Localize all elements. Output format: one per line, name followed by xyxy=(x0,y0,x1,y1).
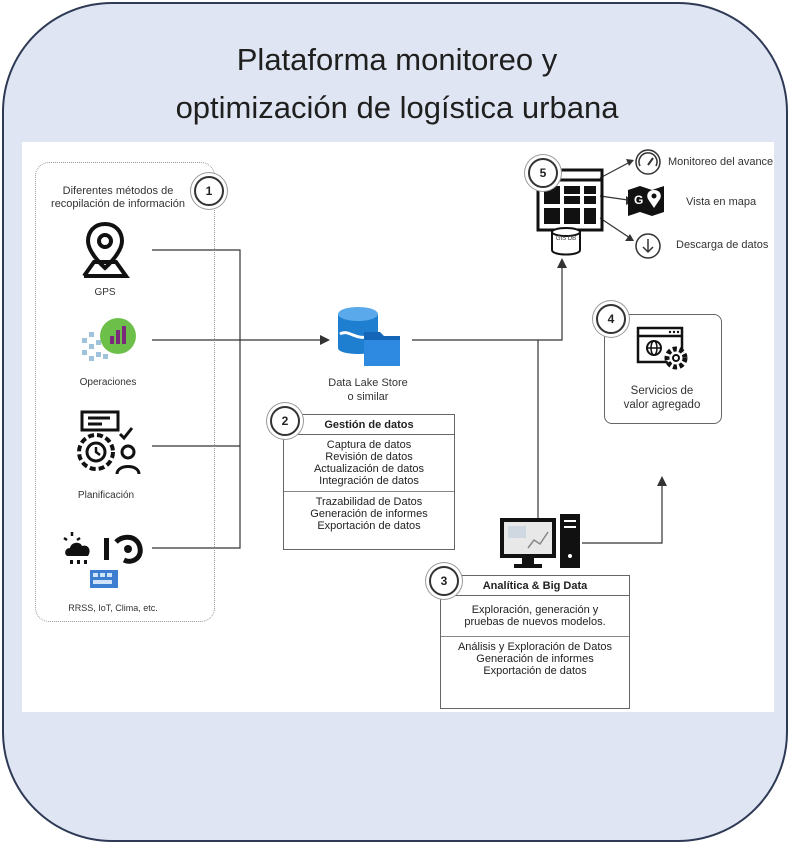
data-lake-label-line2: o similar xyxy=(347,391,389,403)
value-services-label-line2: valor agregado xyxy=(623,399,701,411)
analytics-item: pruebas de nuevos modelos. xyxy=(464,616,606,628)
data-management-section2: Trazabilidad de Datos Generación de info… xyxy=(284,491,454,536)
analytics-box: Analítica & Big Data Exploración, genera… xyxy=(440,575,630,709)
operations-chart-icon xyxy=(82,318,136,361)
badge-5: 5 xyxy=(528,158,558,188)
analytics-header: Analítica & Big Data xyxy=(441,576,629,596)
map-pin-icon: G xyxy=(628,186,664,216)
sources-container xyxy=(35,162,215,622)
analytics-section1: Exploración, generación y pruebas de nue… xyxy=(441,596,629,636)
analytics-section2: Análisis y Exploración de Datos Generaci… xyxy=(441,636,629,681)
badge-1: 1 xyxy=(194,176,224,206)
web-settings-icon xyxy=(636,326,688,370)
workstation-computer-icon xyxy=(500,514,580,568)
data-management-item: Actualización de datos xyxy=(313,463,425,475)
data-management-item: Generación de informes xyxy=(310,508,428,520)
source-label-planificacion: Planificación xyxy=(77,490,135,501)
svg-text:G: G xyxy=(634,193,643,207)
data-management-item: Revisión de datos xyxy=(325,451,413,463)
analytics-item: Exportación de datos xyxy=(483,665,587,677)
gis-output-label: Vista en mapa xyxy=(686,196,757,208)
page-title-line1: Plataforma monitoreo y xyxy=(236,42,558,77)
analytics-item: Análisis y Exploración de Datos xyxy=(457,641,613,653)
badge-2: 2 xyxy=(270,406,300,436)
analytics-item: Generación de informes xyxy=(476,653,594,665)
sources-heading-line2: recopilación de información xyxy=(51,198,185,210)
gis-output-label: Monitoreo del avance xyxy=(668,156,774,168)
data-management-item: Exportación de datos xyxy=(317,520,421,532)
value-services-label-line1: Servicios de xyxy=(630,385,694,397)
source-label-operaciones: Operaciones xyxy=(79,377,137,388)
weather-iot-icon xyxy=(63,532,143,588)
badge-3: 3 xyxy=(429,566,459,596)
value-services-box xyxy=(604,314,722,424)
location-pin-icon xyxy=(82,221,130,278)
data-management-section1: Captura de datos Revisión de datos Actua… xyxy=(284,435,454,491)
data-management-item: Captura de datos xyxy=(326,439,412,451)
source-label-rrss: RRSS, IoT, Clima, etc. xyxy=(68,603,158,613)
gis-output-label: Descarga de datos xyxy=(676,239,769,251)
planning-gear-person-icon xyxy=(77,410,141,475)
sources-heading-line1: Diferentes métodos de xyxy=(62,185,174,197)
speedometer-icon xyxy=(635,149,661,175)
data-management-item: Integración de datos xyxy=(319,475,419,487)
gis-db-label: GIS DB xyxy=(555,236,577,242)
download-icon xyxy=(635,233,661,259)
analytics-item: Exploración, generación y xyxy=(471,604,599,616)
badge-4: 4 xyxy=(596,304,626,334)
data-management-item: Trazabilidad de Datos xyxy=(315,496,423,508)
data-lake-database-icon xyxy=(338,307,400,366)
page-title-line2: optimización de logística urbana xyxy=(175,90,619,125)
data-management-box: Gestión de datos Captura de datos Revisi… xyxy=(283,414,455,550)
source-label-gps: GPS xyxy=(94,287,116,298)
data-lake-label-line1: Data Lake Store xyxy=(328,377,408,389)
data-management-header: Gestión de datos xyxy=(284,415,454,435)
dashboard-gis-icon xyxy=(536,168,604,256)
